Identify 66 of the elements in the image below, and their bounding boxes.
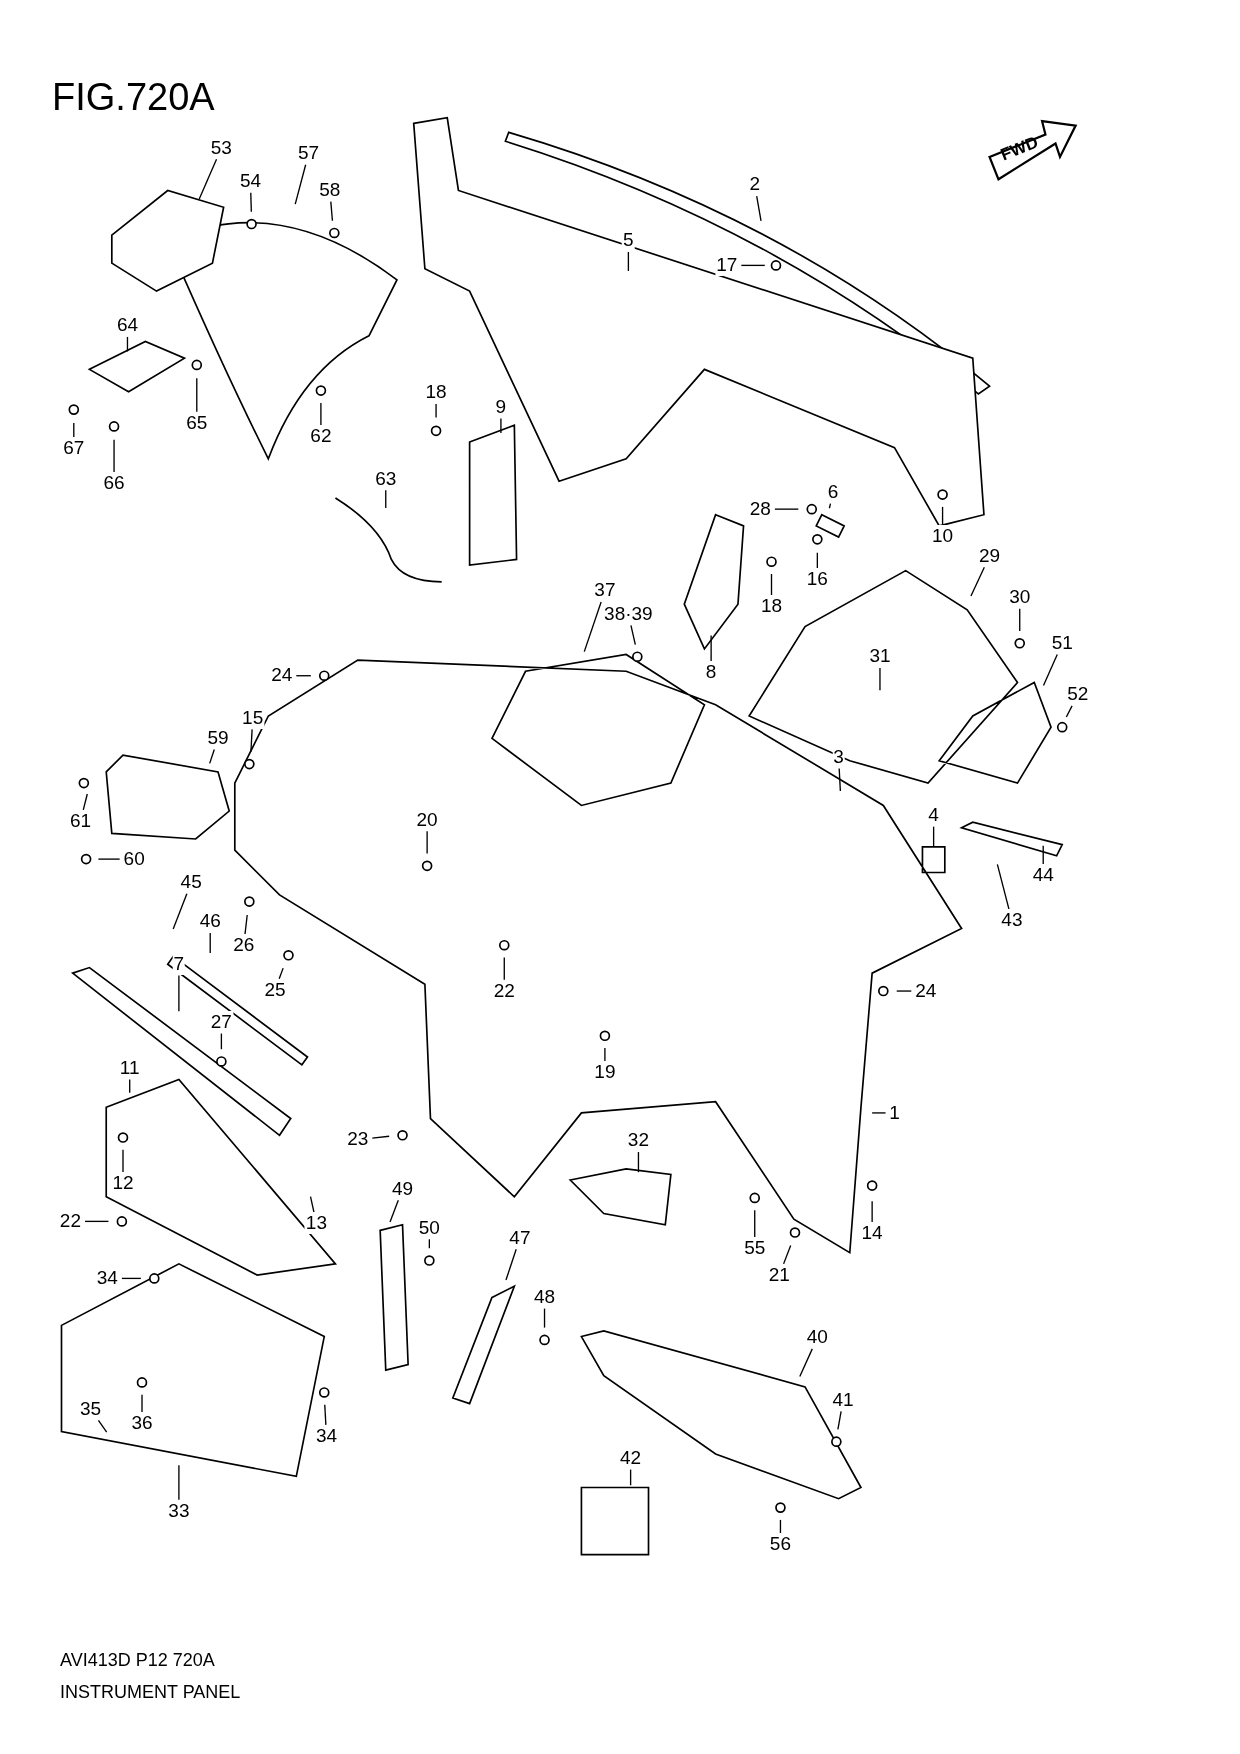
leader-line [198,158,218,200]
leader-line [324,1404,327,1426]
leader-line [710,634,712,662]
leader-line [754,1209,756,1238]
leader-line [770,573,773,596]
leader-line [583,601,602,653]
leader-line [637,1151,640,1173]
leader-line [320,402,322,426]
figure-title: FIG.720A [52,78,215,116]
leader-line [141,1394,143,1414]
leader-line [122,1149,124,1173]
callout-number: 13 [304,1212,328,1235]
leader-line [543,1307,546,1329]
leader-line [172,893,188,930]
leader-line [278,967,284,980]
leader-line [82,793,88,811]
leader-line [941,506,944,526]
leader-line [84,1220,110,1223]
leader-line [1042,845,1044,866]
leader-line [828,502,832,509]
leader-line [209,932,211,954]
leader-line [435,403,437,419]
leader-line [196,377,198,413]
leader-line [209,748,215,765]
leader-line [426,830,428,855]
leader-line [371,1135,390,1139]
leader-line [244,914,248,935]
leader-line [330,201,334,222]
leader-line [309,1195,315,1214]
leader-line [604,1047,606,1063]
leader-line [295,675,312,677]
leader-line [500,417,502,434]
leader-line [1065,705,1073,718]
leader-line [97,1419,108,1433]
leader-line [932,826,935,848]
leader-line [740,264,766,267]
leader-line [774,508,799,510]
leader-line [505,1248,517,1281]
leader-line [250,728,253,753]
leader-line [121,1277,142,1280]
leader-line [630,624,636,646]
drawing-code: AVI413D P12 720A [60,1649,215,1672]
leader-line [294,164,307,205]
leader-line [97,858,121,860]
leader-line [113,439,115,473]
leader-line [756,195,762,222]
leader-line [871,1112,887,1114]
leader-line [970,566,985,597]
figure-caption: INSTRUMENT PANEL [60,1681,241,1704]
leader-line [250,192,252,213]
leader-line [879,667,881,691]
leader-line [178,1464,180,1501]
callout-number: 7 [172,952,186,975]
leader-line [871,1200,873,1224]
leader-line [389,1199,399,1223]
leader-line [1019,608,1021,632]
leader-line [996,863,1010,911]
leader-line [1042,653,1058,687]
leader-line [178,974,180,1012]
leader-line [799,1348,813,1378]
leader-line [627,251,630,272]
leader-line [838,767,842,792]
leader-line [503,956,505,981]
leader-line [782,1244,792,1265]
leader-line [837,1410,842,1431]
leader-line [896,990,912,992]
